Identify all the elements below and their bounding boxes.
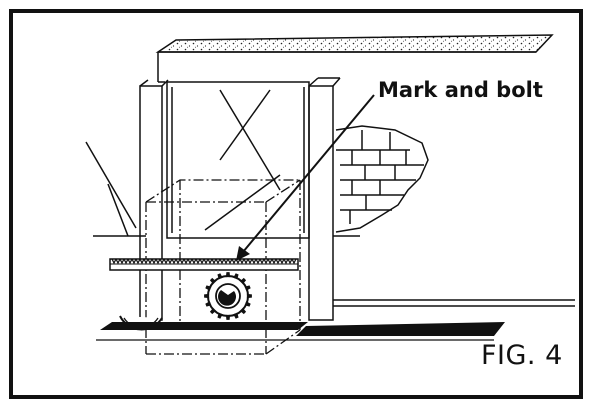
right-post [308,77,341,321]
gate-frame [166,81,310,239]
left-post [139,79,169,321]
brick-wall [335,125,429,233]
figure-frame [9,9,583,399]
guide-rails [333,235,575,307]
callout-leader [236,94,375,261]
callout-label: Mark and bolt [378,78,543,102]
figure-label: FIG. 4 [481,340,563,371]
left-perspective-lines [85,141,146,237]
ground-track [100,322,308,330]
gear-rack [109,258,299,271]
ground-track-extension [296,322,505,336]
lintel-beam [155,34,554,53]
pinion-gear [204,272,252,320]
